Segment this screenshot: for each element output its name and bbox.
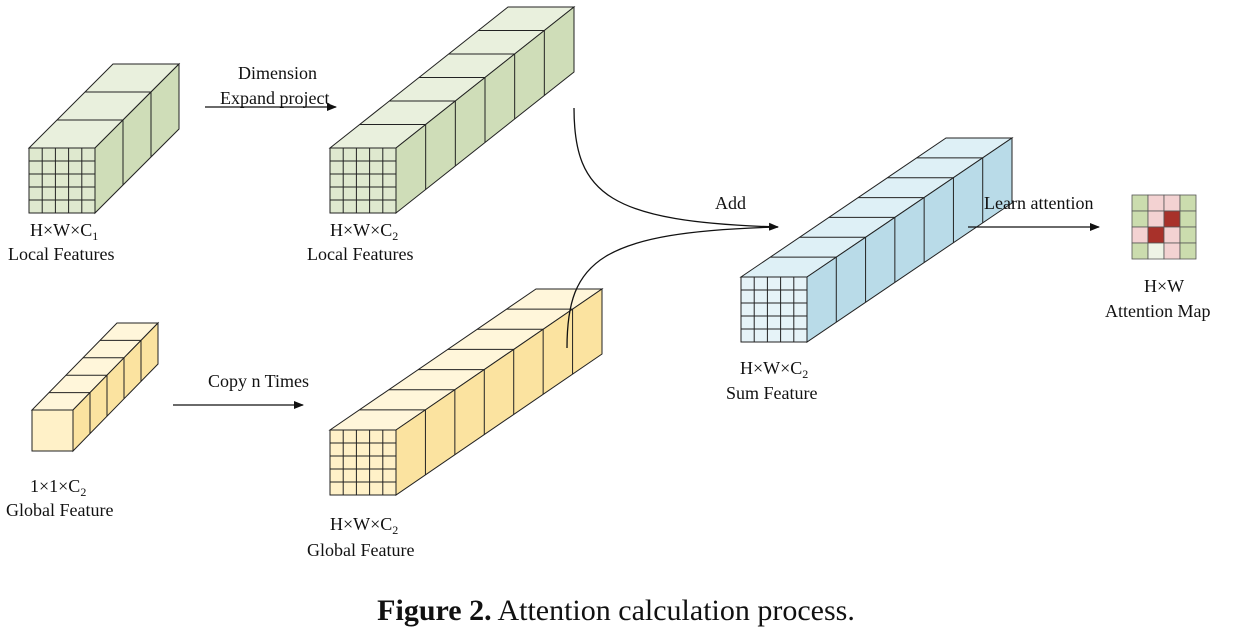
cuboid-front-face	[31, 409, 74, 452]
attention-map-dims: H×W	[1144, 276, 1184, 296]
local-features-1-dims: H×W×C1	[30, 220, 98, 243]
cuboid-front-face	[329, 429, 397, 496]
attention-cell	[1131, 242, 1149, 260]
attention-cell	[1131, 226, 1149, 244]
copy-n-times-label: Copy n Times	[208, 371, 309, 391]
attention-cell	[1147, 242, 1165, 260]
attention-cell	[1163, 210, 1181, 228]
global-feature-2-label: Global Feature	[307, 540, 414, 560]
local-features-1-label: Local Features	[8, 244, 114, 264]
sum-feature-dims: H×W×C2	[740, 358, 808, 381]
dimension-label: Dimension	[238, 63, 317, 83]
add-lower-curve	[566, 226, 779, 349]
global-feature-2-dims: H×W×C2	[330, 514, 398, 537]
local-features-cuboid-2	[328, 5, 576, 215]
figure-caption-text: Attention calculation process.	[492, 594, 855, 627]
figure-caption: Figure 2. Attention calculation process.	[377, 594, 855, 627]
add-label: Add	[715, 193, 746, 213]
attention-map-grid	[1131, 194, 1197, 260]
cuboid-front-face	[28, 147, 96, 214]
attention-cell	[1179, 210, 1197, 228]
attention-cell	[1147, 194, 1165, 212]
global-feature-1-label: Global Feature	[6, 500, 113, 520]
attention-cell	[1131, 210, 1149, 228]
attention-cell	[1163, 194, 1181, 212]
learn-attention-label: Learn attention	[984, 193, 1093, 213]
local-features-2-label: Local Features	[307, 244, 413, 264]
add-upper-curve	[573, 107, 779, 231]
global-feature-cuboid-1	[30, 321, 160, 453]
sum-feature-cuboid	[739, 137, 1014, 343]
global-feature-1-dims: 1×1×C2	[30, 476, 86, 499]
local-features-cuboid-1	[27, 62, 181, 215]
attention-cell	[1179, 242, 1197, 260]
attention-cell	[1147, 226, 1165, 244]
global-feature-cuboid-2	[328, 288, 604, 496]
cuboid-front-face	[740, 276, 808, 343]
attention-cell	[1179, 226, 1197, 244]
figure-number: Figure 2.	[377, 594, 491, 627]
cuboid-front-face	[329, 147, 397, 214]
attention-cell	[1147, 210, 1165, 228]
attention-cell	[1179, 194, 1197, 212]
local-features-2-dims: H×W×C2	[330, 220, 398, 243]
attention-map-label: Attention Map	[1105, 301, 1211, 321]
attention-cell	[1163, 226, 1181, 244]
expand-project-label: Expand project	[220, 88, 329, 108]
attention-cell	[1163, 242, 1181, 260]
attention-cell	[1131, 194, 1149, 212]
sum-feature-label: Sum Feature	[726, 383, 818, 403]
